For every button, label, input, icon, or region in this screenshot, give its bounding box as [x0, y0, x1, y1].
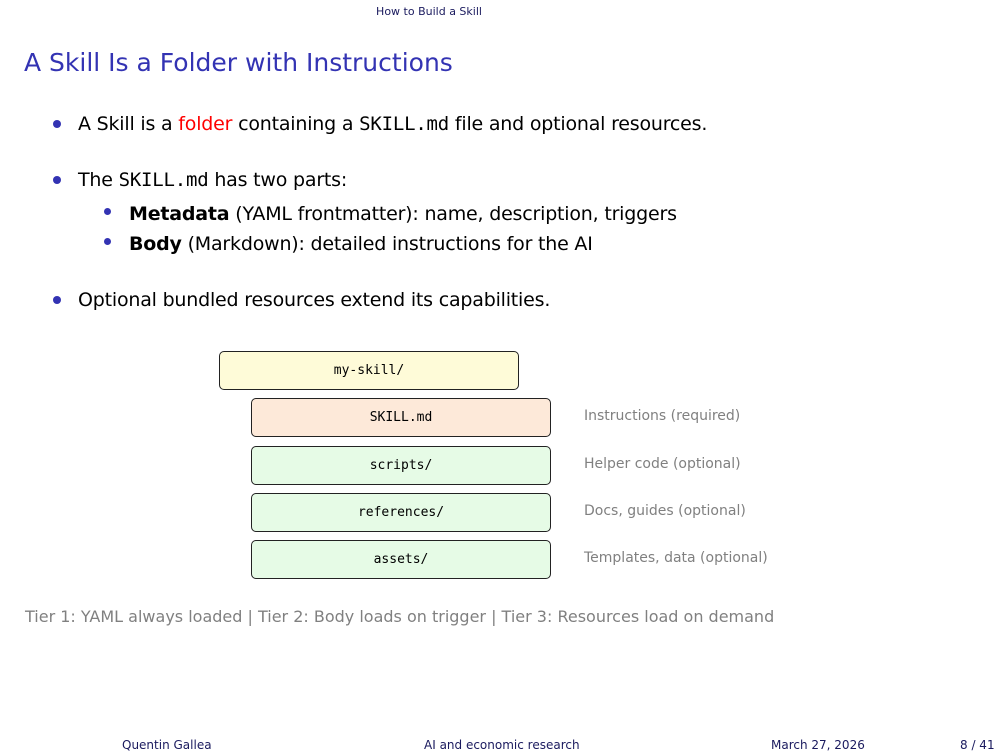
- sub-bullet-metadata: Metadata (YAML frontmatter): name, descr…: [129, 203, 677, 225]
- bullet-icon: [53, 120, 61, 128]
- text: (Markdown): detailed instructions for th…: [181, 233, 593, 255]
- file-box: references/: [251, 493, 551, 532]
- text: containing a: [232, 113, 360, 135]
- sub-bullet-icon: [104, 208, 111, 215]
- file-description: Helper code (optional): [584, 456, 741, 472]
- file-description: Instructions (required): [584, 408, 741, 424]
- file-box: assets/: [251, 540, 551, 579]
- tier-note: Tier 1: YAML always loaded | Tier 2: Bod…: [25, 607, 775, 626]
- sub-bullet-body: Body (Markdown): detailed instructions f…: [129, 233, 593, 255]
- section-header: How to Build a Skill: [376, 5, 482, 18]
- text: has two parts:: [208, 169, 348, 191]
- bold-term: Body: [129, 233, 182, 255]
- bullet-icon: [53, 176, 61, 184]
- file-description: Templates, data (optional): [584, 550, 768, 566]
- footer-page: 8 / 41: [960, 738, 995, 752]
- text: The: [78, 169, 119, 191]
- code-skill-md: SKILL.md: [359, 113, 450, 135]
- highlight-folder: folder: [178, 113, 233, 135]
- bullet-1: A Skill is a folder containing a SKILL.m…: [78, 113, 707, 135]
- bullet-2: The SKILL.md has two parts:: [78, 169, 347, 191]
- folder-root-box: my-skill/: [219, 351, 519, 390]
- file-box: scripts/: [251, 446, 551, 485]
- footer-title: AI and economic research: [424, 738, 580, 752]
- text: A Skill is a: [78, 113, 179, 135]
- slide-title: A Skill Is a Folder with Instructions: [24, 48, 453, 77]
- file-description: Docs, guides (optional): [584, 503, 746, 519]
- bullet-3: Optional bundled resources extend its ca…: [78, 289, 551, 311]
- code-skill-md: SKILL.md: [118, 169, 209, 191]
- footer-author: Quentin Gallea: [122, 738, 212, 752]
- file-box: SKILL.md: [251, 398, 551, 437]
- bullet-icon: [53, 296, 61, 304]
- sub-bullet-icon: [104, 238, 111, 245]
- text: (YAML frontmatter): name, description, t…: [229, 203, 677, 225]
- text: file and optional resources.: [449, 113, 708, 135]
- footer-date: March 27, 2026: [771, 738, 865, 752]
- bold-term: Metadata: [129, 203, 230, 225]
